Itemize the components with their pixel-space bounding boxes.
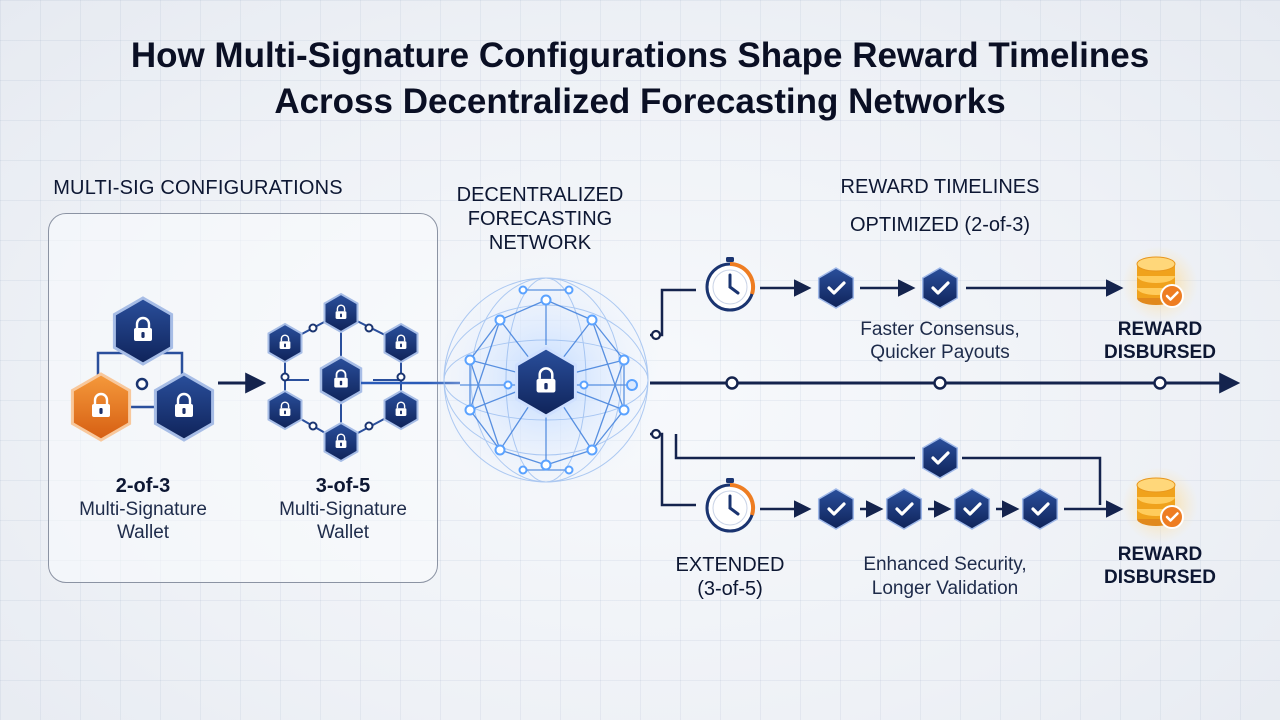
optimized-timeline [705,244,1200,324]
key-hex-orange [70,372,132,442]
forecasting-network-sphere [428,262,664,498]
key-hex-right [153,372,215,442]
extended-desc-line-2: Longer Validation [871,578,1019,599]
wallet-3of5-suffix: Wallet [316,522,370,543]
network-heading-line-1: DECENTRALIZED [456,184,624,206]
coin-stack-icon [1120,244,1200,324]
clock-icon [705,476,756,533]
network-core-hex [515,346,577,418]
extended-label-line-2: (3-of-5) [697,578,763,600]
two-of-three-cluster [70,296,215,442]
optimized-desc-line-2: Quicker Payouts [870,342,1010,363]
key-hex-small [323,421,359,463]
network-heading-line-3: NETWORK [488,232,592,254]
extended-reward-line-2: DISBURSED [1104,567,1216,588]
key-hex-small [267,389,303,431]
extended-timeline [705,436,1200,545]
extended-label-line-1: EXTENDED [675,554,785,576]
checkmark-icon [921,266,959,310]
optimized-label: OPTIMIZED (2-of-3) [849,214,1030,236]
extended-reward-line-1: REWARD [1117,544,1203,565]
title-line-1: How Multi-Signature Configurations Shape… [130,36,1150,75]
checkmark-icon [885,487,923,531]
axis-milestones [725,376,1167,390]
wallet-3of5-name: 3-of-5 [315,475,371,497]
wallet-2of3-type: Multi-Signature [79,499,207,520]
checkmark-icon [817,266,855,310]
checkmark-icon [953,487,991,531]
timeline-connectors [650,288,1102,507]
key-hex-small [383,322,419,364]
extended-desc-line-1: Enhanced Security, [863,554,1027,575]
wallet-2of3-name: 2-of-3 [115,475,171,497]
network-heading-line-2: FORECASTING [467,208,613,230]
cluster-link [158,351,184,376]
config-heading: MULTI-SIG CONFIGURATIONS [53,177,343,199]
optimized-reward-line-2: DISBURSED [1104,342,1216,363]
optimized-reward-line-1: REWARD [1117,319,1203,340]
three-of-five-cluster [267,292,419,463]
network-heading: DECENTRALIZED FORECASTING NETWORK [440,183,640,255]
checkmark-icon [1021,487,1059,531]
checkmark-icon [817,487,855,531]
title-line-2: Across Decentralized Forecasting Network… [274,82,1006,121]
key-hex-small [267,322,303,364]
wallet-3of5-type: Multi-Signature [279,499,407,520]
key-hex-small [323,292,359,334]
optimized-desc-line-1: Faster Consensus, [860,319,1020,340]
key-hex-small [383,389,419,431]
coin-stack-icon [1120,465,1200,545]
wallet-2of3-suffix: Wallet [116,522,170,543]
key-hex-center [319,355,363,405]
key-hex-top [112,296,174,366]
checkmark-icon [921,436,959,480]
clock-icon [705,255,756,312]
cluster-node-dot [135,377,149,391]
timelines-heading: REWARD TIMELINES [840,176,1040,198]
